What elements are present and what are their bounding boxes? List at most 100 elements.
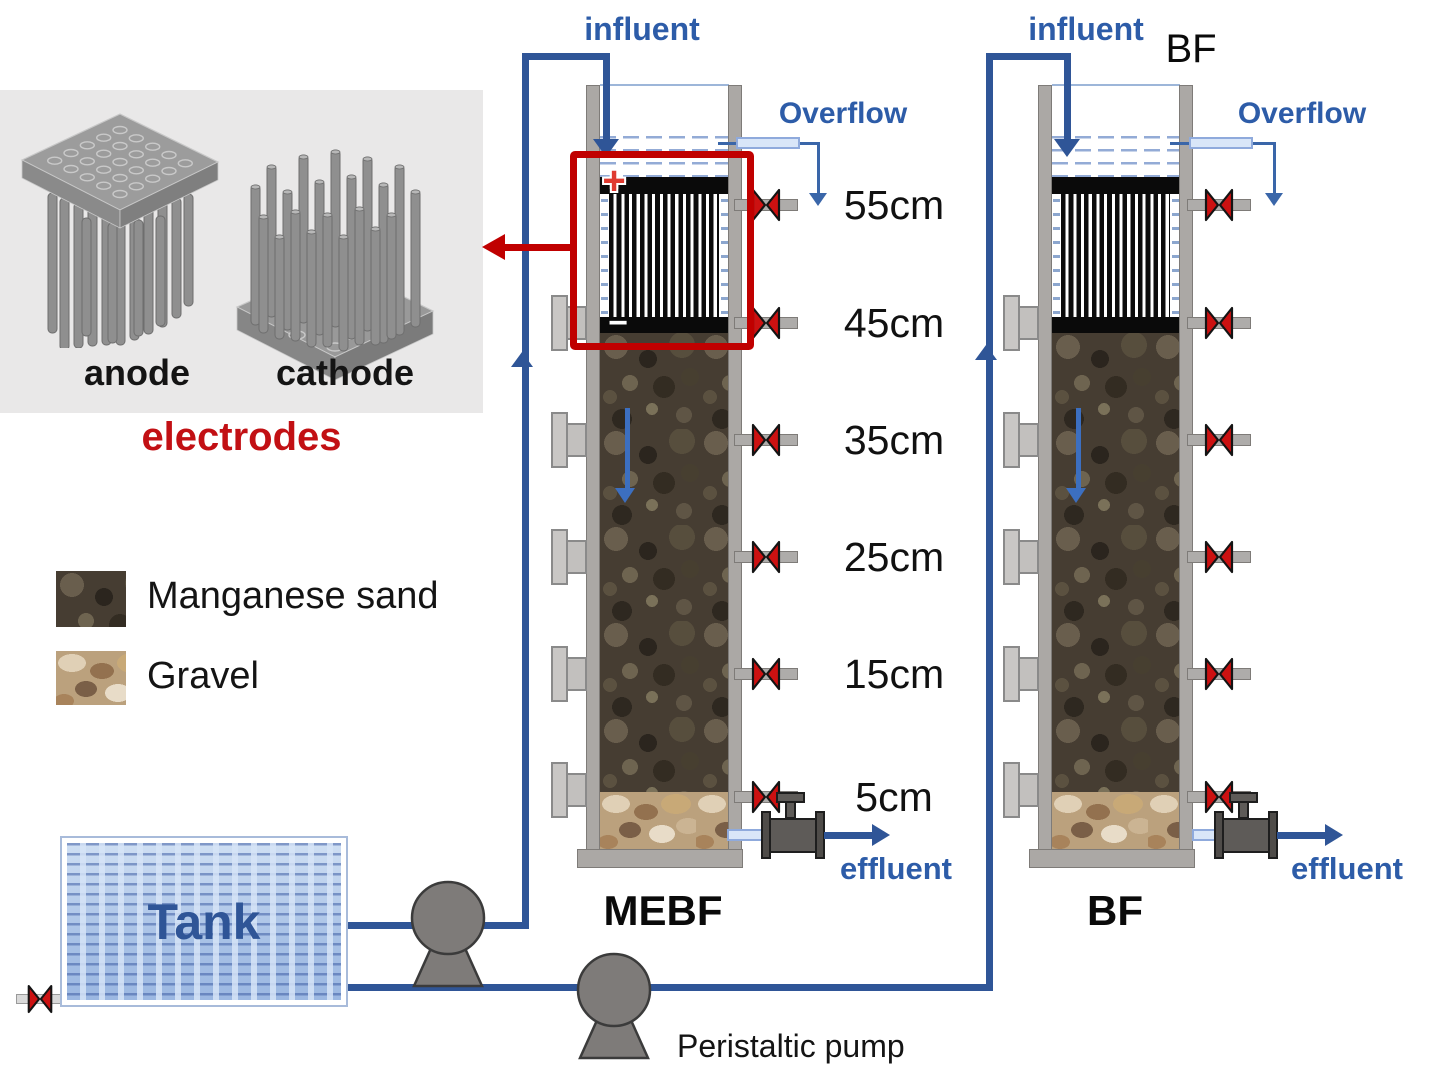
bf-influent-drop-pipe <box>1064 53 1071 140</box>
bf-port <box>1020 657 1039 691</box>
depth-label-35cm: 35cm <box>843 416 945 463</box>
bf-port-flange <box>1003 412 1020 468</box>
bf-feed-flow-up-arrow-icon <box>975 345 997 360</box>
bf-feed-pipe-riser <box>986 53 993 991</box>
pump-1 <box>410 880 486 988</box>
bf-flow-arrow <box>1076 408 1081 492</box>
legend-label-gravel: Gravel <box>147 654 259 697</box>
bf-valve-icon <box>1204 540 1234 574</box>
mebf-anode-marker: + <box>602 158 626 203</box>
mebf-port-flange <box>551 529 568 585</box>
mebf-port-flange <box>551 295 568 351</box>
bf-name-label: BF <box>1087 887 1143 934</box>
legend-swatch-manganese-sand <box>56 571 126 627</box>
bf-effluent-arrow-line <box>1277 832 1331 839</box>
mebf-name-label: MEBF <box>603 887 723 934</box>
mebf-port-flange <box>551 646 568 702</box>
mebf-feed-flow-up-arrow-icon <box>511 352 533 367</box>
bf-module-left-ticks <box>1053 194 1060 317</box>
mebf-port <box>568 423 587 457</box>
bf-port <box>1020 306 1039 340</box>
bf-top-rim <box>1052 84 1180 86</box>
mebf-electrode-rods <box>609 194 719 317</box>
bf-influent-arrow-icon <box>1054 139 1080 157</box>
mebf-port <box>568 657 587 691</box>
bf-left-wall <box>1038 85 1052 851</box>
mebf-overflow-arrow-icon <box>809 193 827 206</box>
bf-module-top-plate <box>1052 177 1179 194</box>
mebf-cathode-marker: − <box>608 303 628 342</box>
tank: Tank <box>60 836 348 1007</box>
bf-effluent-valve-cap <box>1229 792 1258 803</box>
mebf-overflow-pipe <box>736 137 800 149</box>
bf-valve-icon <box>1204 306 1234 340</box>
cathode-3d-image <box>235 149 435 380</box>
mebf-top-rim <box>600 84 729 86</box>
tank-water: Tank <box>67 843 341 1000</box>
bf-overflow-arrow-icon <box>1265 193 1283 206</box>
bf-overflow-label: Overflow <box>1237 97 1367 130</box>
electrodes-panel: anode cathode <box>0 90 483 413</box>
bf-water-surface <box>1052 136 1179 178</box>
bf-effluent-label: effluent <box>1291 851 1403 886</box>
bf-overflow-pipe <box>1189 137 1253 149</box>
mebf-effluent-valve-body <box>769 818 817 853</box>
bf-overflow-line-v <box>1273 142 1276 194</box>
mebf-valve-icon <box>751 780 781 814</box>
bf-module-right-ticks <box>1172 194 1179 317</box>
bf-valve-icon <box>1204 188 1234 222</box>
mebf-manganese-sand-bed <box>600 333 728 792</box>
electrode-highlight-box <box>570 151 754 350</box>
mebf-port <box>568 540 587 574</box>
anode-3d-image <box>20 113 220 348</box>
legend-label-manganese-sand: Manganese sand <box>147 574 439 617</box>
mebf-flow-arrow-icon <box>615 488 635 503</box>
cathode-label: cathode <box>275 352 415 393</box>
bf-base <box>1029 849 1195 868</box>
mebf-gravel-bed <box>600 792 728 849</box>
mebf-valve-icon <box>751 188 781 222</box>
tank-drain-valve-icon <box>27 984 53 1014</box>
bf-valve-icon <box>1204 657 1234 691</box>
depth-label-15cm: 15cm <box>843 650 945 697</box>
electrode-callout-arrow-icon <box>482 234 505 260</box>
mebf-port <box>568 773 587 807</box>
mebf-electrode-bottom-plate <box>600 317 728 333</box>
mebf-valve-icon <box>751 540 781 574</box>
bf-port-flange <box>1003 762 1020 818</box>
bf-flow-arrow-icon <box>1066 488 1086 503</box>
mebf-effluent-arrow-line <box>824 832 878 839</box>
bf-gravel-bed <box>1052 792 1179 849</box>
legend-swatch-gravel <box>56 651 126 705</box>
bf-port <box>1020 423 1039 457</box>
depth-label-55cm: 55cm <box>843 181 945 228</box>
bf-manganese-sand-bed <box>1052 333 1179 792</box>
bf-effluent-arrow-icon <box>1325 824 1343 846</box>
bf-port <box>1020 773 1039 807</box>
bf-port <box>1020 540 1039 574</box>
mebf-flow-arrow <box>625 408 630 492</box>
mebf-feed-pipe-top <box>522 53 610 60</box>
bf-effluent-valve-body <box>1222 818 1270 853</box>
mebf-electrode-left-ticks <box>601 194 608 317</box>
bf-port-flange <box>1003 646 1020 702</box>
mebf-effluent-arrow-icon <box>872 824 890 846</box>
mebf-valve-icon <box>751 423 781 457</box>
mebf-effluent-pipe <box>727 829 765 841</box>
mebf-influent-label: influent <box>584 10 700 47</box>
mebf-feed-pipe-riser <box>522 53 529 929</box>
bf-valve-icon <box>1204 423 1234 457</box>
mebf-valve-icon <box>751 306 781 340</box>
depth-label-45cm: 45cm <box>843 299 945 346</box>
peristaltic-pump-label: Peristaltic pump <box>677 1027 905 1064</box>
depth-label-25cm: 25cm <box>843 533 945 580</box>
bf-port-flange <box>1003 529 1020 585</box>
mebf-effluent-label: effluent <box>840 851 952 886</box>
mebf-influent-drop-pipe <box>603 53 610 140</box>
electrodes-caption: electrodes <box>141 414 342 459</box>
mebf-effluent-valve-cap <box>776 792 805 803</box>
bf-feed-pipe-top <box>986 53 1071 60</box>
mebf-valve-icon <box>751 657 781 691</box>
bf-influent-label: influent <box>1028 10 1144 47</box>
